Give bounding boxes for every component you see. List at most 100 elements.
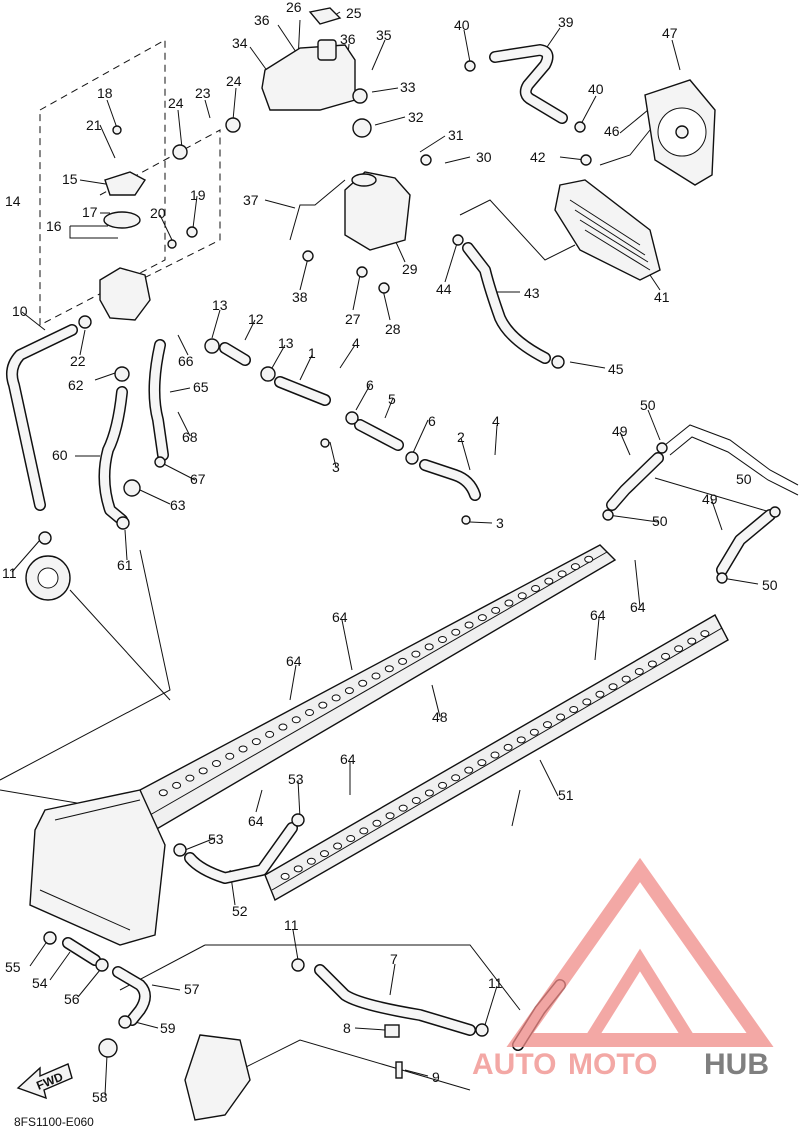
hose-39 — [489, 44, 568, 124]
callout-64: 64 — [248, 813, 264, 829]
callout-15: 15 — [62, 171, 78, 187]
rail-hole — [700, 630, 710, 638]
water-pump-11 — [25, 555, 71, 601]
callout-28: 28 — [385, 321, 401, 337]
callout-55: 55 — [5, 959, 21, 975]
radiator-41 — [554, 179, 661, 281]
rail-hole — [318, 701, 328, 709]
callout-32: 32 — [408, 109, 424, 125]
callout-50: 50 — [640, 397, 656, 413]
diagram-code: 8FS1100-E060 — [14, 1115, 94, 1128]
rail-hole — [185, 774, 195, 782]
callout-5: 5 — [388, 391, 396, 407]
rail-hole — [582, 698, 592, 706]
callout-27: 27 — [345, 311, 361, 327]
rail-hole — [398, 804, 408, 812]
rail-hole — [584, 555, 594, 563]
callout-49: 49 — [702, 491, 718, 507]
callout-47: 47 — [662, 25, 678, 41]
rail-hole — [517, 592, 527, 600]
rail-hole — [411, 797, 421, 805]
callout-11: 11 — [488, 975, 503, 991]
callout-1: 1 — [308, 345, 316, 361]
callout-38: 38 — [292, 289, 308, 305]
callout-7: 7 — [390, 951, 398, 967]
rail-hole — [634, 668, 644, 676]
rail-holes — [158, 555, 710, 880]
rail-hole — [491, 606, 501, 614]
callout-59: 59 — [160, 1020, 176, 1036]
callout-36: 36 — [254, 12, 270, 28]
rail-hole — [424, 789, 434, 797]
rail-hole — [172, 781, 182, 789]
rail-hole — [371, 672, 381, 680]
callout-54: 54 — [32, 975, 48, 991]
callout-50: 50 — [736, 471, 752, 487]
callout-58: 58 — [92, 1089, 108, 1105]
callout-67: 67 — [190, 471, 206, 487]
callout-61: 61 — [117, 557, 133, 573]
callout-23: 23 — [195, 85, 211, 101]
callout-10: 10 — [12, 303, 28, 319]
tank-block-left — [29, 789, 166, 946]
fwd-arrow: FWD — [16, 1063, 73, 1100]
thermostat-group-outline — [39, 39, 221, 326]
hose-57 — [112, 966, 151, 1026]
heat-exchanger-48 — [139, 544, 617, 832]
callout-64: 64 — [286, 653, 302, 669]
callout-24: 24 — [226, 73, 242, 89]
callout-22: 22 — [70, 353, 86, 369]
rail-hole — [251, 738, 261, 746]
callout-41: 41 — [654, 289, 670, 305]
callout-56: 56 — [64, 991, 80, 1007]
callout-68: 68 — [182, 429, 198, 445]
callout-3: 3 — [496, 515, 504, 531]
coolant-tank-29 — [344, 171, 411, 251]
pipe-1 — [274, 376, 331, 406]
callout-16: 16 — [46, 218, 62, 234]
rail-hole — [211, 760, 221, 768]
callout-11: 11 — [2, 565, 17, 581]
rail-hole — [464, 621, 474, 629]
callout-66: 66 — [178, 353, 194, 369]
callout-labels: 26 25 36 40 39 47 34 36 35 18 23 24 24 3… — [2, 0, 778, 1105]
callout-53: 53 — [208, 831, 224, 847]
callout-34: 34 — [232, 35, 248, 51]
rail-hole — [384, 665, 394, 673]
rail-hole — [542, 721, 552, 729]
rail-hole — [331, 694, 341, 702]
callout-11: 11 — [284, 917, 299, 933]
rail-hole — [608, 683, 618, 691]
watermark-moto: MOTO — [568, 1048, 657, 1081]
callout-26: 26 — [286, 0, 302, 15]
rail-hole — [293, 865, 303, 873]
rail-hole — [225, 752, 235, 760]
rail-hole — [333, 842, 343, 850]
callout-19: 19 — [190, 187, 206, 203]
hose-12 — [219, 342, 251, 366]
callout-6: 6 — [366, 377, 374, 393]
rail-hole — [687, 637, 697, 645]
callout-51: 51 — [558, 787, 574, 803]
callout-20: 20 — [150, 205, 166, 221]
callout-29: 29 — [402, 261, 418, 277]
callout-17: 17 — [82, 204, 98, 220]
rail-hole — [437, 636, 447, 644]
hose-7 — [314, 964, 476, 1036]
rail-hole — [424, 643, 434, 651]
automotohub-watermark: AUTO MOTO HUB — [472, 857, 774, 1081]
rail-hole — [358, 679, 368, 687]
callout-64: 64 — [332, 609, 348, 625]
callout-13: 13 — [278, 335, 294, 351]
rail-hole — [291, 716, 301, 724]
rail-hole — [516, 736, 526, 744]
rail-hole — [595, 690, 605, 698]
rail-hole — [529, 728, 539, 736]
rail-hole — [647, 660, 657, 668]
callout-37: 37 — [243, 192, 259, 208]
callout-40: 40 — [454, 17, 470, 33]
callout-45: 45 — [608, 361, 624, 377]
rail-hole — [451, 628, 461, 636]
rail-hole — [346, 834, 356, 842]
rail-hole — [372, 819, 382, 827]
